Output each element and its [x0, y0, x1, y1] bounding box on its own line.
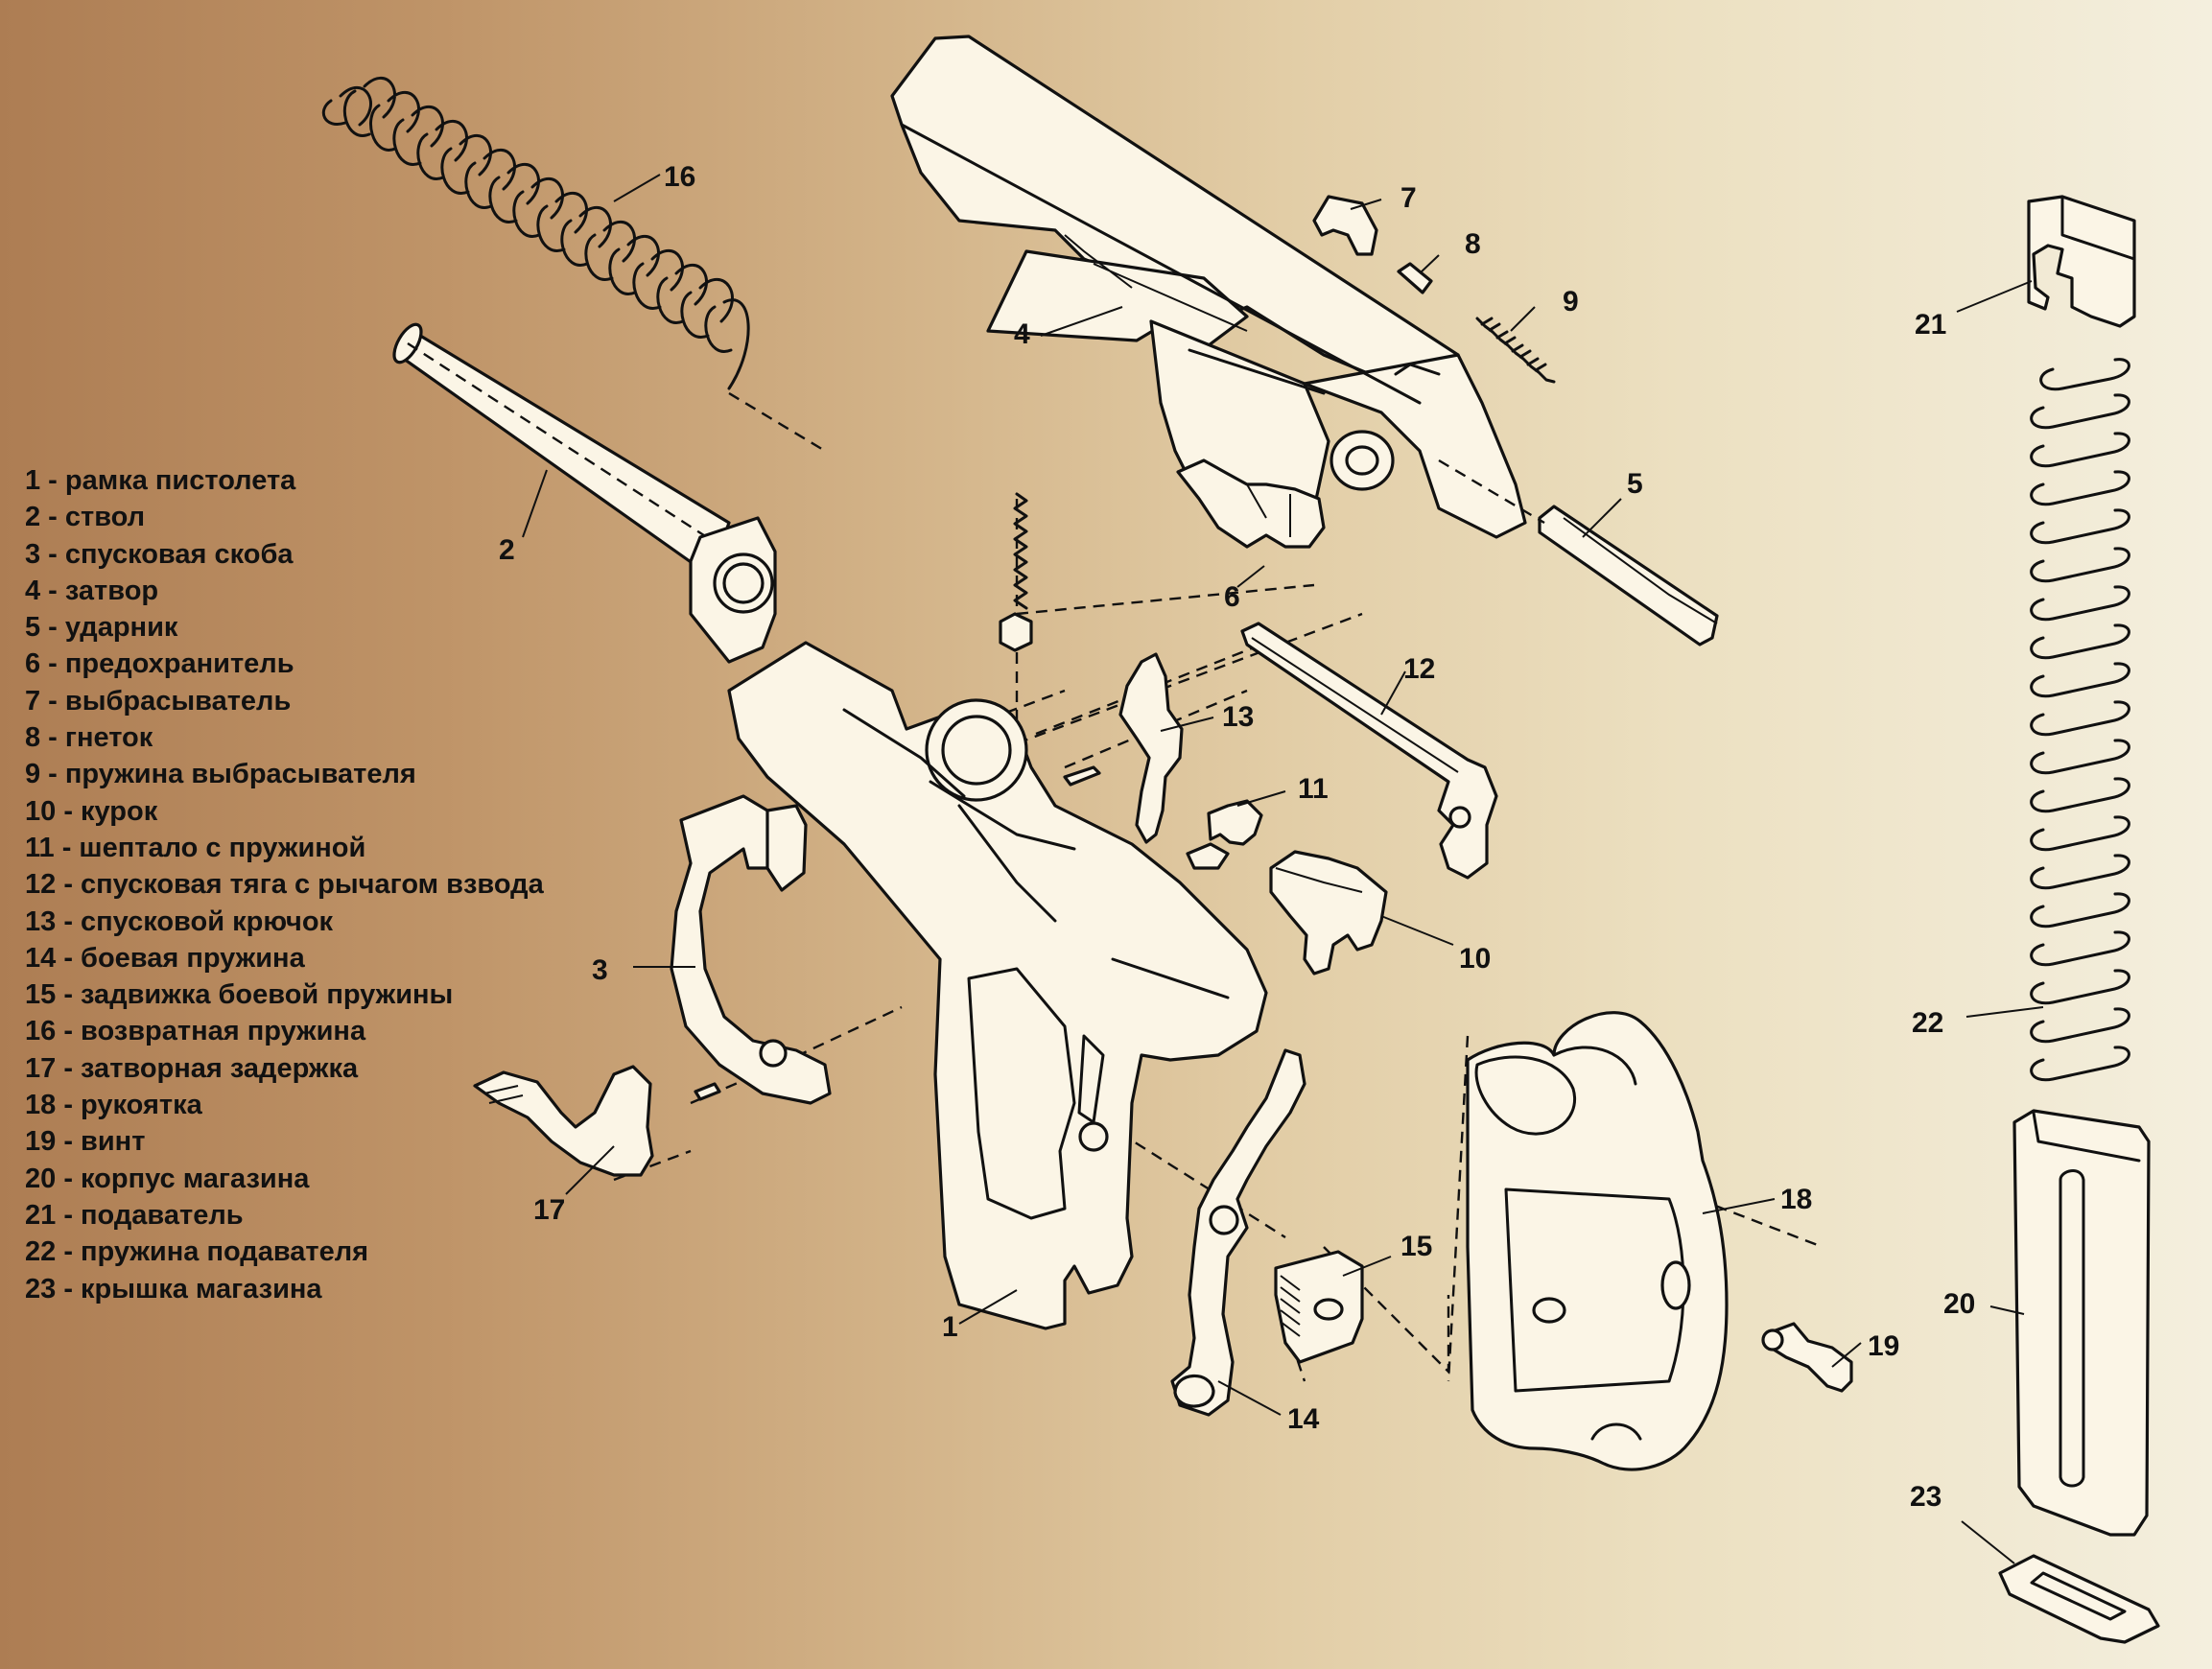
callout-16: 16 — [664, 161, 695, 193]
callout-3: 3 — [592, 954, 608, 986]
part-14-mainspring — [1170, 1048, 1306, 1417]
part-1-frame — [727, 641, 1268, 1330]
callout-1: 1 — [942, 1311, 958, 1343]
legend-item: 21 - подаватель — [25, 1199, 244, 1231]
part-15-mainspring-catch — [1274, 1250, 1364, 1364]
legend-item: 11 - шептало с пружиной — [25, 832, 366, 863]
legend-item: 7 - выбрасыватель — [25, 685, 292, 717]
legend-item: 18 - рукоятка — [25, 1090, 202, 1121]
part-6-safety — [1176, 458, 1326, 549]
legend-item: 20 - корпус магазина — [25, 1163, 310, 1194]
callout-22: 22 — [1912, 1007, 1943, 1039]
callout-17: 17 — [533, 1194, 565, 1226]
callout-numbers: 1 2 3 4 5 6 7 8 9 10 11 12 13 14 15 16 1… — [499, 161, 1975, 1513]
part-22-magazine-spring — [2030, 358, 2130, 1082]
part-23-magazine-floorplate — [1998, 1554, 2160, 1644]
legend-item: 19 - винт — [25, 1126, 146, 1158]
legend-item: 8 - гнеток — [25, 722, 153, 754]
legend-item: 12 - спусковая тяга с рычагом взвода — [25, 869, 544, 901]
legend-item: 13 - спусковой крючок — [25, 905, 334, 937]
callout-11: 11 — [1298, 773, 1329, 805]
callout-10: 10 — [1459, 943, 1491, 975]
callout-19: 19 — [1868, 1330, 1899, 1362]
callout-15: 15 — [1400, 1231, 1432, 1262]
callout-7: 7 — [1400, 182, 1417, 214]
callout-20: 20 — [1943, 1288, 1975, 1320]
part-8-extractor-plunger — [1397, 262, 1433, 294]
callout-12: 12 — [1403, 653, 1435, 685]
part-7-extractor — [1312, 195, 1378, 256]
part-3-trigger-guard — [670, 794, 832, 1105]
legend-item: 2 - ствол — [25, 502, 146, 533]
part-20-magazine-body — [2012, 1109, 2151, 1537]
part-19-grip-screw — [1761, 1322, 1853, 1393]
callout-9: 9 — [1563, 286, 1579, 317]
part-13-trigger — [1063, 652, 1184, 844]
legend-item: 17 - затворная задержка — [25, 1052, 359, 1084]
callout-6: 6 — [1224, 581, 1240, 613]
part-11-sear — [1186, 799, 1263, 870]
legend-item: 23 - крышка магазина — [25, 1273, 322, 1305]
legend-item: 1 - рамка пистолета — [25, 465, 296, 496]
legend-item: 5 - ударник — [25, 612, 178, 644]
part-18-grip — [1466, 1011, 1729, 1471]
legend-item: 4 - затвор — [25, 575, 159, 606]
callout-leader-lines — [522, 174, 2044, 1564]
legend-item: 22 - пружина подавателя — [25, 1236, 369, 1268]
legend-item: 10 - курок — [25, 795, 158, 827]
legend-item: 14 - боевая пружина — [25, 942, 305, 974]
callout-5: 5 — [1627, 468, 1643, 500]
part-12-trigger-bar — [1240, 622, 1498, 880]
part-2-barrel — [392, 322, 777, 664]
part-21-follower — [2027, 195, 2136, 328]
part-16-return-spring — [321, 76, 750, 390]
part-10-hammer — [1269, 850, 1388, 976]
legend-item: 15 - задвижка боевой пружины — [25, 979, 454, 1011]
callout-21: 21 — [1915, 309, 1946, 341]
part-17-slide-stop — [473, 1065, 721, 1177]
legend-item: 3 - спусковая скоба — [25, 538, 294, 570]
part-5-firing-pin — [1438, 458, 1719, 646]
callout-14: 14 — [1287, 1403, 1320, 1435]
callout-2: 2 — [499, 534, 515, 566]
part-4-slide — [890, 35, 1527, 539]
firing-pin-spring — [999, 492, 1033, 652]
callout-13: 13 — [1222, 701, 1254, 733]
callout-23: 23 — [1910, 1481, 1941, 1513]
part-9-extractor-spring — [1475, 317, 1556, 384]
callout-8: 8 — [1465, 228, 1481, 260]
legend-item: 16 - возвратная пружина — [25, 1016, 366, 1047]
callout-18: 18 — [1780, 1184, 1812, 1215]
callout-4: 4 — [1014, 318, 1030, 350]
legend-item: 6 - предохранитель — [25, 648, 294, 680]
parts-legend: 1 - рамка пистолета 2 - ствол 3 - спуско… — [25, 462, 544, 1307]
legend-item: 9 - пружина выбрасывателя — [25, 759, 416, 790]
